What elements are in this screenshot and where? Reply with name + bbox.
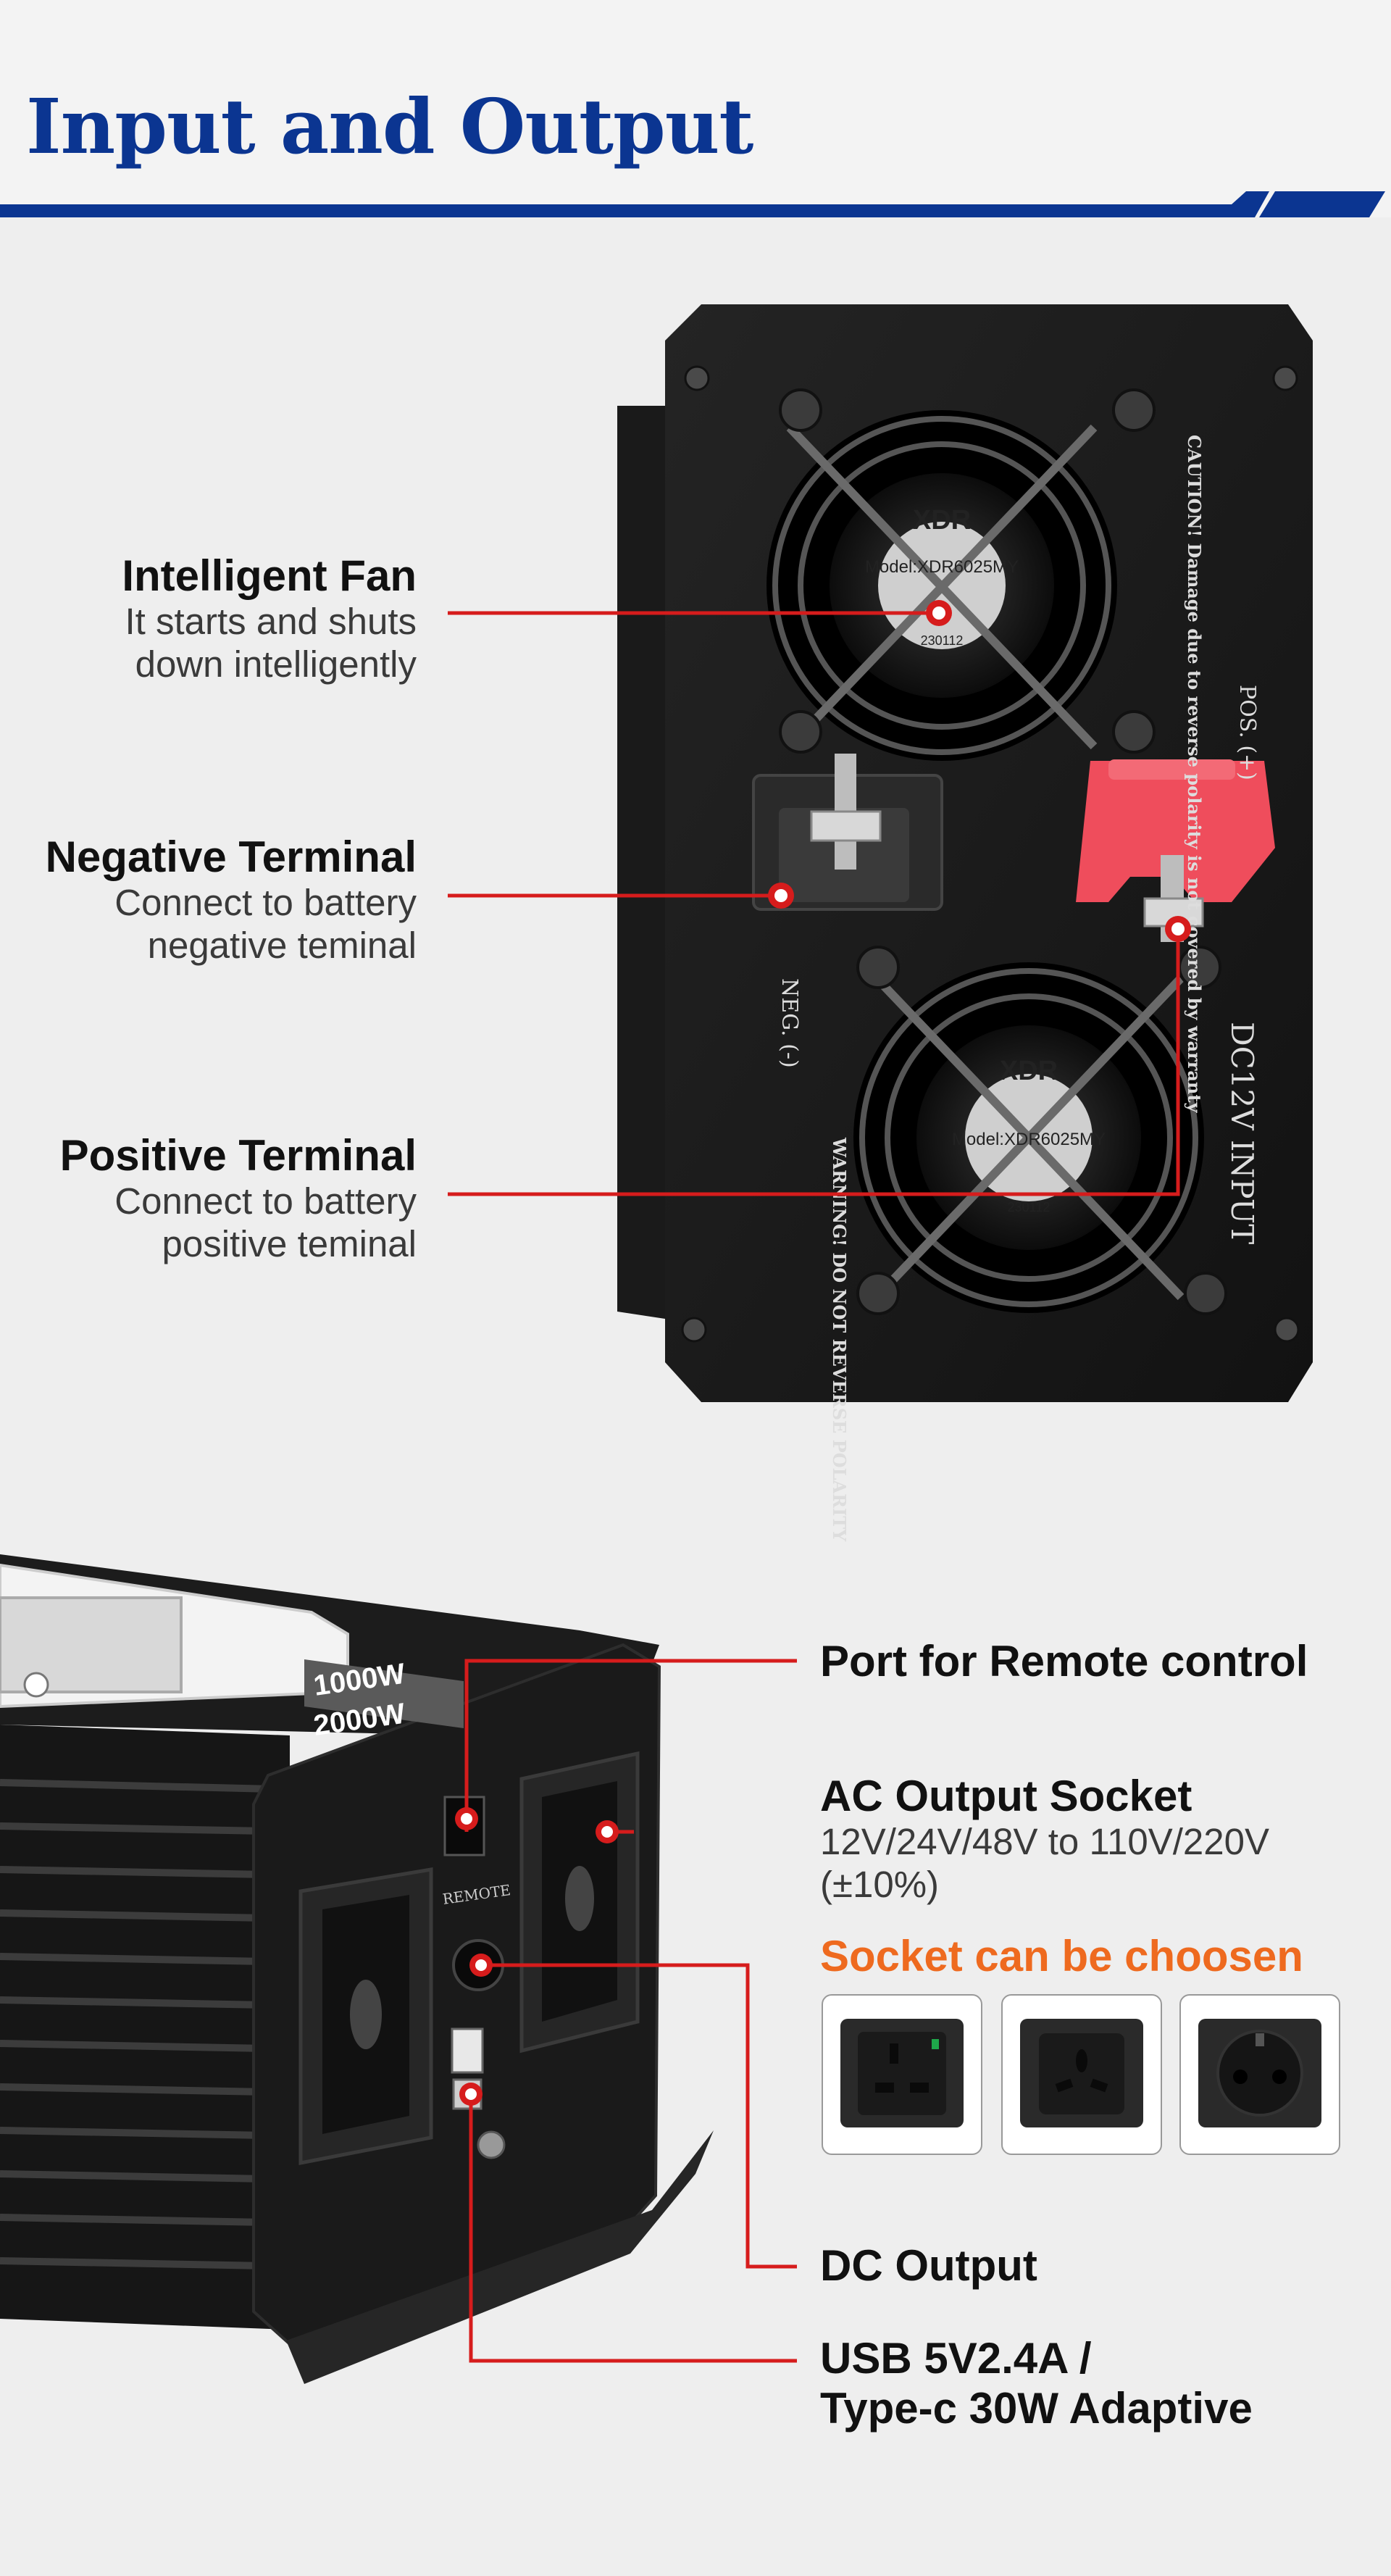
- caution-label: CAUTION! Damage due to reverse polarity …: [1184, 435, 1205, 1113]
- dc-input-panel: XDR Model:XDR6025MY 230112 XDR Model:XDR…: [617, 304, 1313, 1542]
- callout-usb: USB 5V2.4A / Type-c 30W Adaptive: [820, 2333, 1253, 2433]
- callout-lines-top: [448, 611, 1180, 1196]
- callout-desc: Connect to battery: [114, 882, 417, 923]
- callout-lines-bottom: [464, 1659, 797, 2363]
- callout-desc: positive teminal: [162, 1222, 417, 1264]
- pos-label: POS. (+): [1235, 685, 1260, 780]
- fan-model-label: Model:XDR6025MY: [865, 557, 1019, 577]
- callout-ac-socket: AC Output Socket 12V/24V/48V to 110V/220…: [820, 1771, 1269, 1906]
- negative-terminal-icon: [752, 754, 943, 911]
- callout-markers-top: [768, 600, 1191, 942]
- callout-positive-terminal: Positive Terminal Connect to battery pos…: [60, 1130, 417, 1265]
- callout-title: Negative Terminal: [45, 833, 417, 881]
- intelligent-fan-icon: [766, 388, 1156, 761]
- header-accent: [1232, 191, 1269, 217]
- title-underline: [0, 204, 1232, 217]
- callout-title: AC Output Socket: [820, 1772, 1192, 1820]
- fan-date-label-2: 230112: [1008, 1200, 1050, 1214]
- dc-input-label: DC12V INPUT: [1224, 1022, 1260, 1244]
- ac-socket-right-icon: [519, 1751, 640, 2054]
- schuko-socket-icon: [1198, 2019, 1321, 2127]
- warning-label: WARNING! DO NOT REVERSE POLARITY: [829, 1137, 850, 1542]
- universal-socket-icon: [1020, 2019, 1143, 2127]
- callout-desc: 12V/24V/48V to 110V/220V: [820, 1821, 1270, 1862]
- ground-screw-icon: [477, 2130, 506, 2159]
- socket-option-uk[interactable]: [822, 1994, 982, 2155]
- callout-desc: It starts and shuts: [125, 601, 417, 642]
- page-title: Input and Output: [26, 82, 753, 171]
- header-accent: [1259, 191, 1385, 217]
- callout-title: Type-c 30W Adaptive: [820, 2384, 1253, 2433]
- callout-title: USB 5V2.4A /: [820, 2334, 1092, 2383]
- callout-desc: (±10%): [820, 1863, 940, 1905]
- fan-brand-label: XDR: [913, 505, 971, 535]
- neg-label: NEG. (-): [777, 978, 802, 1068]
- socket-choice-label: Socket can be choosen: [820, 1932, 1303, 1980]
- callout-remote-port: Port for Remote control: [820, 1637, 1308, 1685]
- header: [0, 0, 1391, 217]
- fan-date-label: 230112: [921, 633, 964, 648]
- ac-socket-left-icon: [298, 1867, 433, 2166]
- callout-desc: down intelligently: [135, 643, 417, 685]
- callout-desc: Connect to battery: [114, 1180, 417, 1222]
- fan-model-label-2: Model:XDR6025MY: [952, 1130, 1106, 1149]
- callout-negative-terminal: Negative Terminal Connect to battery neg…: [46, 832, 417, 967]
- inverter-device: 1000W 2000W REMOTE: [0, 1554, 714, 2384]
- fan-brand-label-2: XDR: [1000, 1056, 1058, 1086]
- callout-intelligent-fan: Intelligent Fan It starts and shuts down…: [122, 551, 417, 685]
- socket-option-universal[interactable]: [1001, 1994, 1162, 2155]
- usb-port-icon: [451, 2027, 484, 2074]
- callout-dc-output: DC Output: [820, 2241, 1037, 2290]
- socket-option-schuko[interactable]: [1179, 1994, 1340, 2155]
- callout-title: Intelligent Fan: [122, 551, 417, 600]
- callout-markers-bottom: [455, 1807, 619, 2106]
- uk-socket-icon: [840, 2019, 964, 2127]
- callout-desc: negative teminal: [147, 924, 417, 966]
- callout-title: Positive Terminal: [59, 1131, 417, 1180]
